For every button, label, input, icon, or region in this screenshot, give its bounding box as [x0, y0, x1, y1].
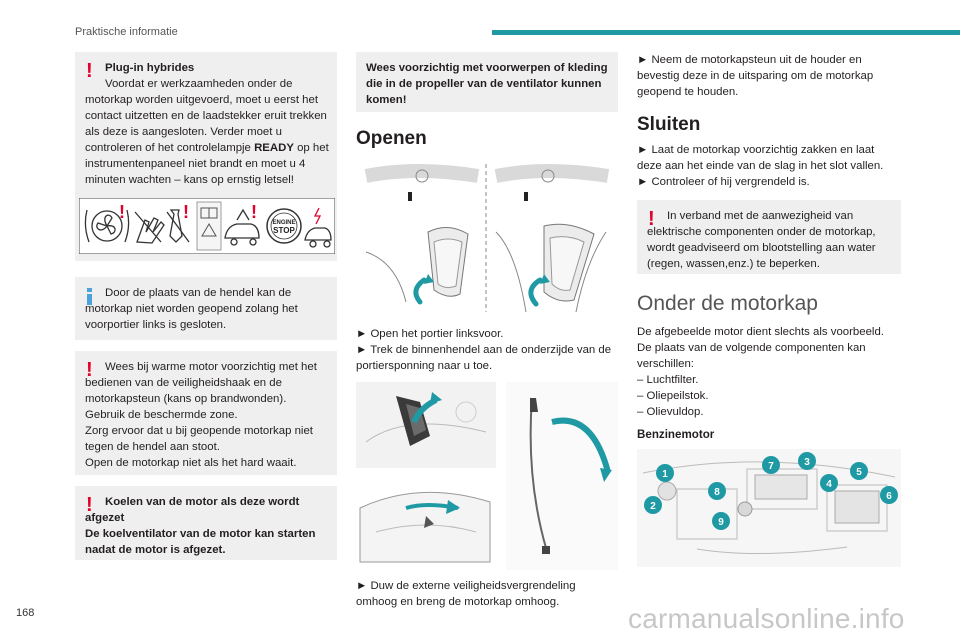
step-lower-hood: ► Laat de motorkap voorzichtig zakken en…	[637, 144, 884, 172]
car-electric-icon	[304, 207, 332, 248]
engine-stop-label-bottom: STOP	[273, 226, 295, 235]
step-check-locked: ► Controleer of hij vergrendeld is.	[637, 176, 810, 188]
callout-2: 2	[644, 496, 662, 514]
callout-3: 3	[798, 452, 816, 470]
engine-stop-label-top: ENGINE	[272, 220, 295, 226]
hood-prop-rod	[506, 382, 618, 570]
section-heading-openen: Openen	[356, 128, 427, 149]
info-icon	[87, 288, 92, 305]
manual-warning-icon	[200, 207, 218, 237]
svg-text:!: !	[183, 202, 189, 222]
svg-text:7: 7	[768, 461, 774, 472]
svg-text:2: 2	[650, 501, 656, 512]
warning-exclamation-icon: !	[86, 359, 93, 381]
car-engine-warning-icon	[224, 208, 260, 246]
step-hood-prop: ► Neem de motorkapsteun uit de houder en…	[637, 54, 874, 98]
arrow-pull-icon	[413, 277, 543, 307]
svg-text:8: 8	[714, 487, 720, 498]
step-raise-hood: ► Duw de externe veiligheidsvergrendelin…	[356, 580, 576, 608]
step-pull-lever: ► Trek de binnenhendel aan de onderzijde…	[356, 344, 612, 372]
svg-text:!: !	[251, 202, 257, 222]
svg-text:!: !	[119, 202, 125, 222]
car-front-hood-raised	[359, 491, 491, 563]
warning-note-cooling-fan: ! Koelen van de motor als deze wordt afg…	[75, 486, 337, 560]
section-heading-onder-de-motorkap: Onder de motorkap	[637, 292, 818, 315]
warning-exclamation-icon: !	[648, 208, 655, 230]
warning-note-hot-engine: ! Wees bij warme motor voorzichtig met h…	[75, 351, 337, 475]
lever-closed-icon	[427, 227, 469, 297]
illustration-hood-release-lever	[364, 164, 610, 313]
svg-text:6: 6	[886, 491, 892, 502]
column-right: ► Neem de motorkapsteun uit de houder en…	[637, 52, 901, 567]
callout-5: 5	[850, 462, 868, 480]
running-header: Praktische informatie	[75, 26, 178, 38]
tie-icon	[166, 209, 190, 243]
hand-no-touch-icon	[134, 211, 165, 244]
info-note-lever: Door de plaats van de hendel kan de moto…	[75, 277, 337, 340]
safety-pictograms: ! ! ! ENGIN	[79, 198, 335, 254]
callout-9: 9	[712, 512, 730, 530]
callout-7: 7	[762, 456, 780, 474]
component-list-item: – Luchtfilter.	[637, 374, 699, 386]
step-open-door: ► Open het portier linksvoor.	[356, 328, 504, 340]
fan-icon	[84, 209, 130, 243]
warning-note-water: ! In verband met de aanwezigheid van ele…	[637, 200, 901, 274]
safety-catch-closeup	[356, 382, 496, 468]
warning-note-plugin-hybrid: ! Plug-in hybrides Voordat er werkzaamhe…	[75, 52, 337, 261]
header-accent-bar	[492, 30, 960, 35]
engine-callouts: 1 2 3 4 5 6 7 8 9	[644, 452, 898, 530]
column-middle: Wees voorzichtig met voorwerpen of kledi…	[356, 52, 618, 610]
under-hood-intro: De afgebeelde motor dient slechts als vo…	[637, 326, 884, 370]
callout-8: 8	[708, 482, 726, 500]
note-body: Voordat er werkzaamheden onder de motork…	[85, 78, 329, 186]
svg-text:9: 9	[718, 517, 724, 528]
illustration-engine-bay: 1 2 3 4 5 6 7 8 9	[637, 449, 901, 567]
column-left: ! Plug-in hybrides Voordat er werkzaamhe…	[75, 52, 337, 560]
illustration-safety-catch	[356, 382, 618, 570]
callout-1: 1	[656, 464, 674, 482]
svg-text:5: 5	[856, 467, 862, 478]
page-number: 168	[16, 607, 35, 619]
warning-exclamation-icon: !	[86, 494, 93, 516]
svg-text:1: 1	[662, 469, 668, 480]
watermark: carmanualsonline.info	[628, 603, 905, 634]
note-title: Plug-in hybrides	[105, 62, 195, 74]
section-heading-sluiten: Sluiten	[637, 114, 701, 135]
callout-4: 4	[820, 474, 838, 492]
component-list-item: – Olievuldop.	[637, 406, 704, 418]
engine-stop-button-icon: ENGINE STOP	[266, 208, 302, 244]
warning-exclamation-icon: !	[86, 60, 93, 82]
component-list-item: – Oliepeilstok.	[637, 390, 709, 402]
svg-text:3: 3	[804, 457, 810, 468]
lever-open-icon	[543, 223, 595, 302]
svg-text:4: 4	[826, 479, 832, 490]
subheading-benzinemotor: Benzinemotor	[637, 428, 715, 441]
caution-box-fan: Wees voorzichtig met voorwerpen of kledi…	[356, 52, 618, 112]
callout-6: 6	[880, 486, 898, 504]
